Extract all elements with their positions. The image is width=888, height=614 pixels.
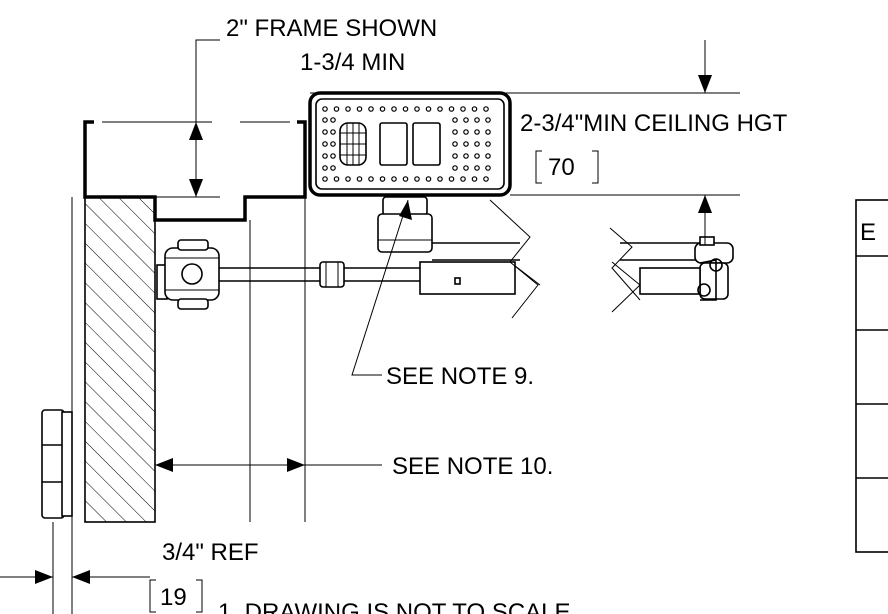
vent-hole — [448, 106, 455, 112]
vent-hole — [322, 141, 328, 147]
vent-hole — [448, 176, 455, 182]
vent-hole — [437, 176, 443, 182]
vent-hole — [425, 106, 432, 112]
vent-hole — [333, 176, 340, 182]
vent-hole — [463, 129, 469, 135]
vent-hole — [483, 106, 489, 112]
frame-shown-label: 2" FRAME SHOWN — [226, 15, 437, 42]
vent-hole — [356, 176, 363, 182]
vent-hole — [463, 117, 469, 123]
vent-hole — [379, 176, 386, 182]
vent-hole — [483, 176, 489, 182]
vent-hole — [474, 129, 480, 135]
vent-hole — [474, 165, 480, 171]
vent-hole — [437, 106, 443, 112]
vent-hole — [402, 176, 409, 182]
vent-hole — [322, 165, 328, 171]
vent-hole — [474, 153, 480, 159]
ceiling-height-dimension — [310, 40, 740, 245]
ceiling-metric-value: 70 — [548, 154, 575, 181]
ceiling-height-label: 2-3/4"MIN CEILING HGT — [520, 110, 788, 137]
vent-hole — [452, 129, 458, 135]
vent-hole — [379, 106, 386, 112]
vent-hole — [368, 106, 374, 112]
vent-hole — [463, 153, 469, 159]
see-note-10-label: SEE NOTE 10. — [392, 453, 553, 480]
vent-hole — [485, 129, 491, 135]
vent-hole — [460, 106, 466, 112]
specification-table — [855, 199, 888, 553]
closer-body — [308, 91, 512, 197]
vent-hole — [322, 129, 328, 135]
note-1-label: 1. DRAWING IS NOT TO SCALE — [218, 599, 571, 614]
vent-hole — [425, 176, 432, 182]
vent-hole — [333, 106, 340, 112]
vent-hole — [345, 176, 351, 182]
door-frame-profile — [83, 120, 307, 222]
vent-hole — [322, 106, 328, 112]
vent-hole — [322, 153, 328, 159]
min-frame-label: 1-3/4 MIN — [300, 49, 405, 76]
vent-hole — [402, 106, 409, 112]
vent-hole — [460, 176, 466, 182]
vent-hole — [463, 141, 469, 147]
vent-hole — [471, 106, 478, 112]
vent-hole — [485, 117, 491, 123]
vent-hole — [330, 117, 336, 123]
vent-hole — [485, 153, 491, 159]
vent-hole — [330, 141, 336, 147]
vent-hole — [485, 141, 491, 147]
vent-hole — [471, 176, 478, 182]
door-leaf — [71, 196, 156, 523]
vent-hole — [391, 106, 397, 112]
vent-hole — [474, 141, 480, 147]
vent-hole — [452, 141, 458, 147]
hinge — [41, 409, 73, 519]
vent-hole — [368, 176, 374, 182]
main-arm — [432, 199, 734, 301]
vent-hole — [356, 106, 363, 112]
vent-hole — [345, 106, 351, 112]
frame-jamb-lines — [249, 197, 306, 522]
ref-metric-bracket — [149, 579, 203, 613]
ceiling-metric-bracket — [535, 150, 599, 184]
vent-hole — [391, 176, 397, 182]
vent-hole — [322, 176, 328, 182]
vent-hole — [474, 117, 480, 123]
frame-dimension — [150, 39, 220, 198]
ref-dimension-label: 3/4" REF — [162, 539, 259, 566]
forearm-rod — [156, 239, 717, 319]
vent-hole — [330, 165, 336, 171]
vent-hole — [330, 153, 336, 159]
vent-hole — [414, 176, 420, 182]
note-10-dimension — [155, 458, 382, 472]
note-9-leader — [351, 199, 412, 376]
table-header-letter: E — [860, 219, 876, 246]
closer-pinion — [377, 196, 433, 253]
vent-hole — [322, 117, 328, 123]
vent-hole — [414, 106, 420, 112]
vent-hole — [452, 153, 458, 159]
see-note-9-label: SEE NOTE 9. — [386, 363, 534, 390]
vent-hole — [485, 165, 491, 171]
vent-hole — [330, 129, 336, 135]
vent-hole — [452, 165, 458, 171]
vent-hole — [452, 117, 458, 123]
ref-metric-value: 19 — [160, 584, 187, 611]
ref-dimension — [0, 522, 150, 614]
vent-hole — [463, 165, 469, 171]
